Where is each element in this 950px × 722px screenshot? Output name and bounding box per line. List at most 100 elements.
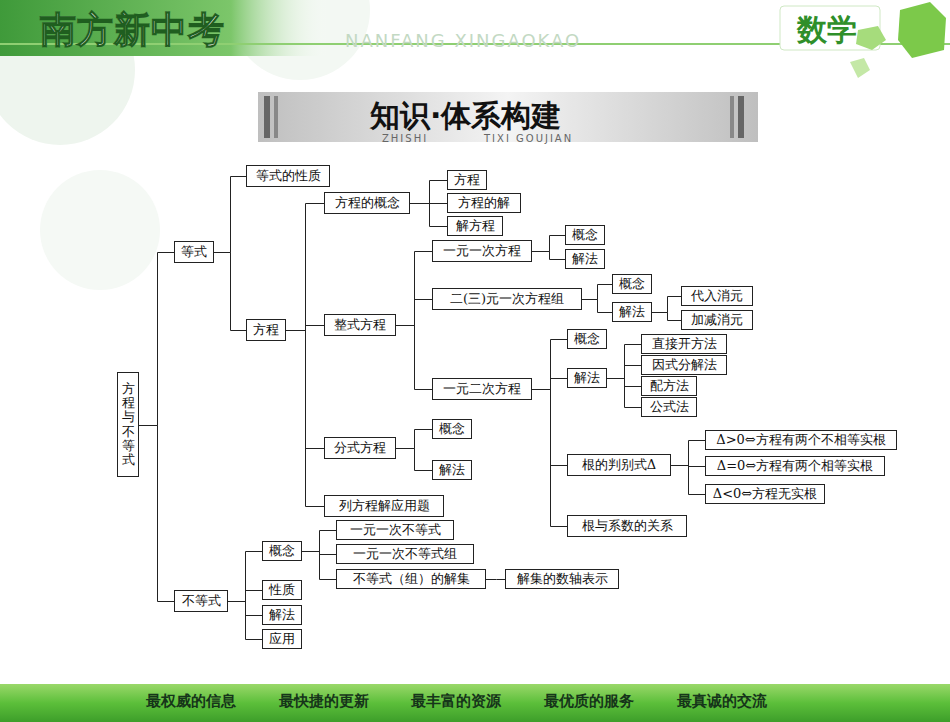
topic-box: 一元一次方程 bbox=[432, 240, 532, 262]
tree-connector bbox=[302, 552, 336, 580]
topic-box: 解法 bbox=[432, 460, 472, 480]
tree-connector bbox=[532, 340, 567, 390]
box-label: 代入消元 bbox=[691, 288, 743, 304]
topic-box: 解法 bbox=[567, 368, 607, 388]
box-label: 整式方程 bbox=[334, 317, 386, 333]
tree-connector bbox=[532, 236, 565, 252]
box-label: 解法 bbox=[572, 251, 598, 267]
tree-connector bbox=[671, 466, 705, 495]
tree-connector bbox=[139, 253, 174, 426]
tree-connector bbox=[410, 204, 447, 227]
box-label: 概念 bbox=[269, 543, 295, 559]
tree-connector bbox=[486, 579, 505, 580]
logo-text: 南方新中考 bbox=[40, 6, 225, 55]
box-label: Δ=0⇔方程有两个相等实根 bbox=[717, 458, 873, 474]
box-label: 方程的概念 bbox=[335, 195, 400, 211]
box-label: 直接开方法 bbox=[652, 336, 717, 352]
root-box: 方程与不等式 bbox=[117, 372, 139, 477]
footer-slogan: 最丰富的资源 bbox=[411, 692, 501, 711]
tree-connector bbox=[582, 285, 612, 300]
box-label: 一元一次方程 bbox=[443, 243, 521, 259]
box-label: 方程与不等式 bbox=[122, 382, 135, 468]
tree-connector bbox=[532, 390, 567, 466]
topic-box: 概念 bbox=[262, 541, 302, 561]
topic-box: 解法 bbox=[612, 302, 652, 322]
tree-connector bbox=[607, 379, 641, 408]
box-label: 概念 bbox=[572, 227, 598, 243]
footer-slogan: 最真诚的交流 bbox=[677, 692, 767, 711]
tree-connector bbox=[228, 602, 262, 640]
tree-connector bbox=[532, 390, 567, 527]
box-label: 解法 bbox=[619, 304, 645, 320]
banner-stripe bbox=[730, 96, 734, 138]
box-label: 解方程 bbox=[456, 218, 495, 234]
box-label: 解集的数轴表示 bbox=[517, 571, 608, 587]
box-label: 方程 bbox=[253, 322, 279, 338]
box-label: 方程 bbox=[454, 172, 480, 188]
topic-box: Δ<0⇔方程无实根 bbox=[705, 484, 825, 504]
topic-box: 解法 bbox=[262, 605, 302, 625]
topic-box: 概念 bbox=[565, 225, 605, 245]
title-pinyin: TIXI GOUJIAN bbox=[484, 133, 573, 144]
cube-icon bbox=[856, 26, 886, 50]
tree-connector bbox=[228, 591, 262, 602]
footer-slogan: 最快捷的更新 bbox=[279, 692, 369, 711]
footer-bar bbox=[0, 684, 950, 722]
tree-connector bbox=[396, 449, 432, 471]
box-label: 性质 bbox=[269, 582, 295, 598]
box-label: 不等式 bbox=[182, 593, 221, 609]
topic-box: 方程的解 bbox=[447, 193, 521, 213]
topic-box: 分式方程 bbox=[324, 437, 396, 459]
topic-box: 方程 bbox=[246, 319, 286, 341]
box-label: 分式方程 bbox=[334, 440, 386, 456]
topic-box: 因式分解法 bbox=[641, 355, 727, 375]
banner-stripe bbox=[264, 96, 270, 138]
box-label: 一元二次方程 bbox=[443, 381, 521, 397]
topic-box: 代入消元 bbox=[681, 286, 753, 306]
tree-connector bbox=[214, 177, 246, 253]
box-label: 二(三)元一次方程组 bbox=[450, 291, 564, 307]
box-label: 配方法 bbox=[650, 378, 689, 394]
box-label: 概念 bbox=[619, 276, 645, 292]
box-label: 因式分解法 bbox=[652, 357, 717, 373]
topic-box: 解方程 bbox=[447, 216, 503, 236]
box-label: 解法 bbox=[574, 370, 600, 386]
tree-connector bbox=[396, 300, 432, 326]
box-label: 一元一次不等式 bbox=[350, 522, 441, 538]
box-label: 等式的性质 bbox=[256, 168, 321, 184]
box-label: 解法 bbox=[439, 462, 465, 478]
topic-box: 一元二次方程 bbox=[432, 378, 532, 400]
slide-title: 知识·体系构建 bbox=[370, 96, 561, 137]
box-label: 根的判别式Δ bbox=[582, 457, 656, 473]
topic-box: 加减消元 bbox=[681, 310, 753, 330]
tree-connector bbox=[607, 345, 641, 379]
topic-box: 概念 bbox=[567, 329, 607, 349]
tree-connector bbox=[139, 426, 174, 602]
banner-stripe bbox=[738, 96, 744, 138]
topic-box: 方程 bbox=[447, 170, 487, 190]
tree-connector bbox=[532, 379, 567, 390]
topic-box: 二(三)元一次方程组 bbox=[432, 288, 582, 310]
topic-box: 配方法 bbox=[641, 376, 697, 396]
topic-box: 等式 bbox=[174, 241, 214, 263]
topic-box: 一元一次不等式组 bbox=[336, 544, 474, 564]
topic-box: Δ>0⇔方程有两个不相等实根 bbox=[705, 430, 897, 450]
tree-connector bbox=[396, 430, 432, 449]
topic-box: 不等式（组）的解集 bbox=[336, 569, 486, 589]
box-label: 概念 bbox=[574, 331, 600, 347]
box-label: 解法 bbox=[269, 607, 295, 623]
tree-connector bbox=[652, 297, 681, 313]
topic-box: 不等式 bbox=[174, 590, 228, 612]
topic-box: 解法 bbox=[565, 249, 605, 269]
box-label: 概念 bbox=[439, 421, 465, 437]
box-label: 列方程解应用题 bbox=[339, 498, 430, 514]
tree-connector bbox=[286, 204, 324, 331]
tree-connector bbox=[607, 366, 641, 379]
topic-box: 解集的数轴表示 bbox=[505, 569, 619, 589]
box-label: 等式 bbox=[181, 244, 207, 260]
box-label: Δ>0⇔方程有两个不相等实根 bbox=[716, 432, 885, 448]
topic-box: 直接开方法 bbox=[641, 334, 727, 354]
bg-circle bbox=[40, 170, 160, 290]
topic-box: 概念 bbox=[432, 419, 472, 439]
